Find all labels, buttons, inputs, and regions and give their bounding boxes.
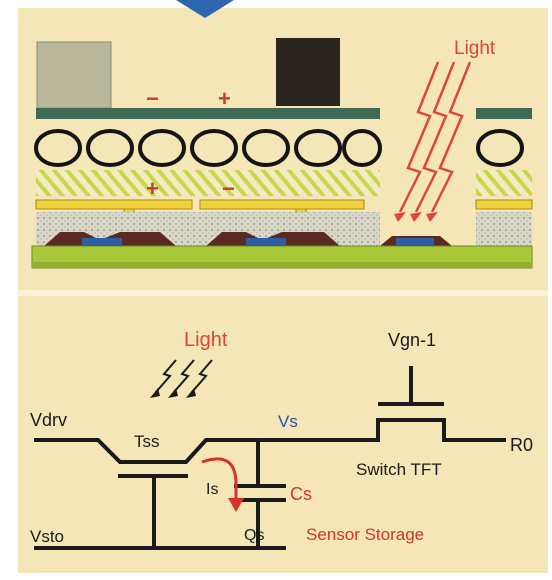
hatched-layer-right (476, 170, 532, 196)
cross-section: Light − + + − (31, 38, 533, 269)
sensor-storage-label: Sensor Storage (306, 525, 424, 544)
hatched-layer-left (36, 170, 380, 196)
circuit-light-label: Light (184, 329, 228, 351)
vgn-label: Vgn-1 (388, 330, 436, 350)
is-label: Is (206, 481, 218, 498)
switch-tft-channel (376, 418, 506, 442)
cs-label: Cs (290, 484, 312, 504)
charge-minus-bottom: − (222, 176, 235, 201)
circuit-diagram (34, 366, 506, 550)
dark-pixel-block (276, 38, 340, 106)
liquid-crystal-layer (34, 129, 524, 167)
tss-label: Tss (134, 432, 160, 451)
top-glass-right (476, 108, 532, 119)
current-arrow (201, 457, 238, 500)
tft-structures (44, 232, 452, 246)
charge-minus-top: − (146, 86, 159, 111)
top-glass-left (36, 108, 380, 119)
cross-section-light-label: Light (454, 38, 496, 59)
charge-plus-bottom: + (146, 176, 159, 201)
vdrv-wire (34, 438, 380, 464)
panel-divider (18, 290, 548, 296)
vsto-label: Vsto (30, 527, 64, 546)
switch-tft-label: Switch TFT (356, 460, 442, 479)
charge-plus-top: + (218, 86, 231, 111)
light-rays-icon (155, 359, 213, 393)
vdrv-label: Vdrv (30, 410, 67, 430)
insulator-right (476, 212, 532, 248)
chevron-down-icon (176, 0, 234, 18)
ro-label: R0 (510, 435, 533, 455)
vs-label: Vs (278, 412, 298, 431)
bright-pixel-block (36, 41, 112, 109)
qs-label: Qs (244, 527, 264, 544)
light-rays-icon (398, 61, 472, 213)
